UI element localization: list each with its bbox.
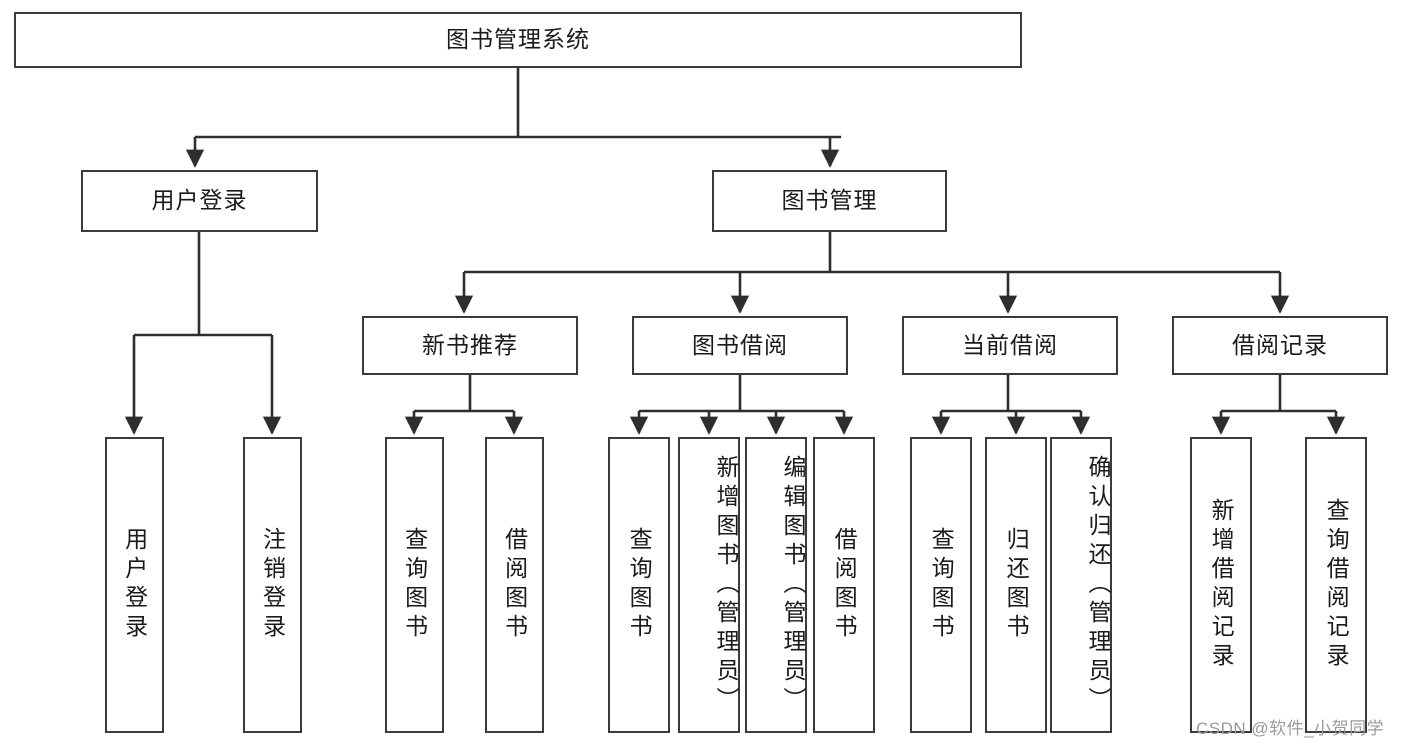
node-leaf-logout[interactable]: 注销登录 <box>243 437 302 733</box>
node-leaf-query-book-borrow-label: 查询图书 <box>626 527 653 643</box>
node-leaf-query-book-current[interactable]: 查询图书 <box>910 437 972 733</box>
node-leaf-borrow-book[interactable]: 借阅图书 <box>813 437 875 733</box>
node-borrow-record-label: 借阅记录 <box>1232 331 1328 358</box>
node-leaf-confirm-return-label: 确认归还（管理员） <box>1085 454 1111 716</box>
node-leaf-logout-label: 注销登录 <box>259 527 286 643</box>
node-leaf-query-book-borrow[interactable]: 查询图书 <box>608 437 670 733</box>
node-book-management[interactable]: 图书管理 <box>712 170 947 232</box>
node-book-management-label: 图书管理 <box>781 187 878 214</box>
node-leaf-confirm-return[interactable]: 确认归还（管理员） <box>1050 437 1112 733</box>
node-leaf-query-book-rec-label: 查询图书 <box>401 527 428 643</box>
node-leaf-borrow-book-rec[interactable]: 借阅图书 <box>485 437 544 733</box>
node-leaf-edit-book-label: 编辑图书（管理员） <box>780 454 806 716</box>
node-leaf-borrow-book-label: 借阅图书 <box>831 527 858 643</box>
node-leaf-query-record-label: 查询借阅记录 <box>1323 498 1350 672</box>
csdn-watermark-text: CSDN @软件_小贺同学 <box>1196 719 1385 738</box>
node-leaf-query-book-current-label: 查询图书 <box>928 527 955 643</box>
node-user-login[interactable]: 用户登录 <box>81 170 318 232</box>
node-leaf-borrow-book-rec-label: 借阅图书 <box>501 527 528 643</box>
node-leaf-add-record[interactable]: 新增借阅记录 <box>1190 437 1252 733</box>
node-leaf-edit-book[interactable]: 编辑图书（管理员） <box>745 437 807 733</box>
node-leaf-user-login-label: 用户登录 <box>121 527 148 643</box>
node-leaf-user-login[interactable]: 用户登录 <box>105 437 164 733</box>
node-leaf-return-book[interactable]: 归还图书 <box>985 437 1047 733</box>
node-root[interactable]: 图书管理系统 <box>14 12 1022 68</box>
node-current-borrow[interactable]: 当前借阅 <box>902 316 1118 375</box>
node-book-borrow-label: 图书借阅 <box>692 331 788 358</box>
node-leaf-return-book-label: 归还图书 <box>1003 527 1030 643</box>
node-leaf-add-book[interactable]: 新增图书（管理员） <box>678 437 740 733</box>
node-root-label: 图书管理系统 <box>446 26 590 53</box>
node-leaf-query-book-rec[interactable]: 查询图书 <box>385 437 444 733</box>
node-leaf-query-record[interactable]: 查询借阅记录 <box>1305 437 1367 733</box>
node-user-login-label: 用户登录 <box>151 187 248 214</box>
node-current-borrow-label: 当前借阅 <box>962 331 1058 358</box>
node-leaf-add-book-label: 新增图书（管理员） <box>713 454 739 716</box>
csdn-watermark: CSDN @软件_小贺同学 <box>1196 714 1384 739</box>
node-new-book-recommend[interactable]: 新书推荐 <box>362 316 578 375</box>
node-borrow-record[interactable]: 借阅记录 <box>1172 316 1388 375</box>
node-book-borrow[interactable]: 图书借阅 <box>632 316 848 375</box>
node-leaf-add-record-label: 新增借阅记录 <box>1208 498 1235 672</box>
node-new-book-recommend-label: 新书推荐 <box>422 331 518 358</box>
